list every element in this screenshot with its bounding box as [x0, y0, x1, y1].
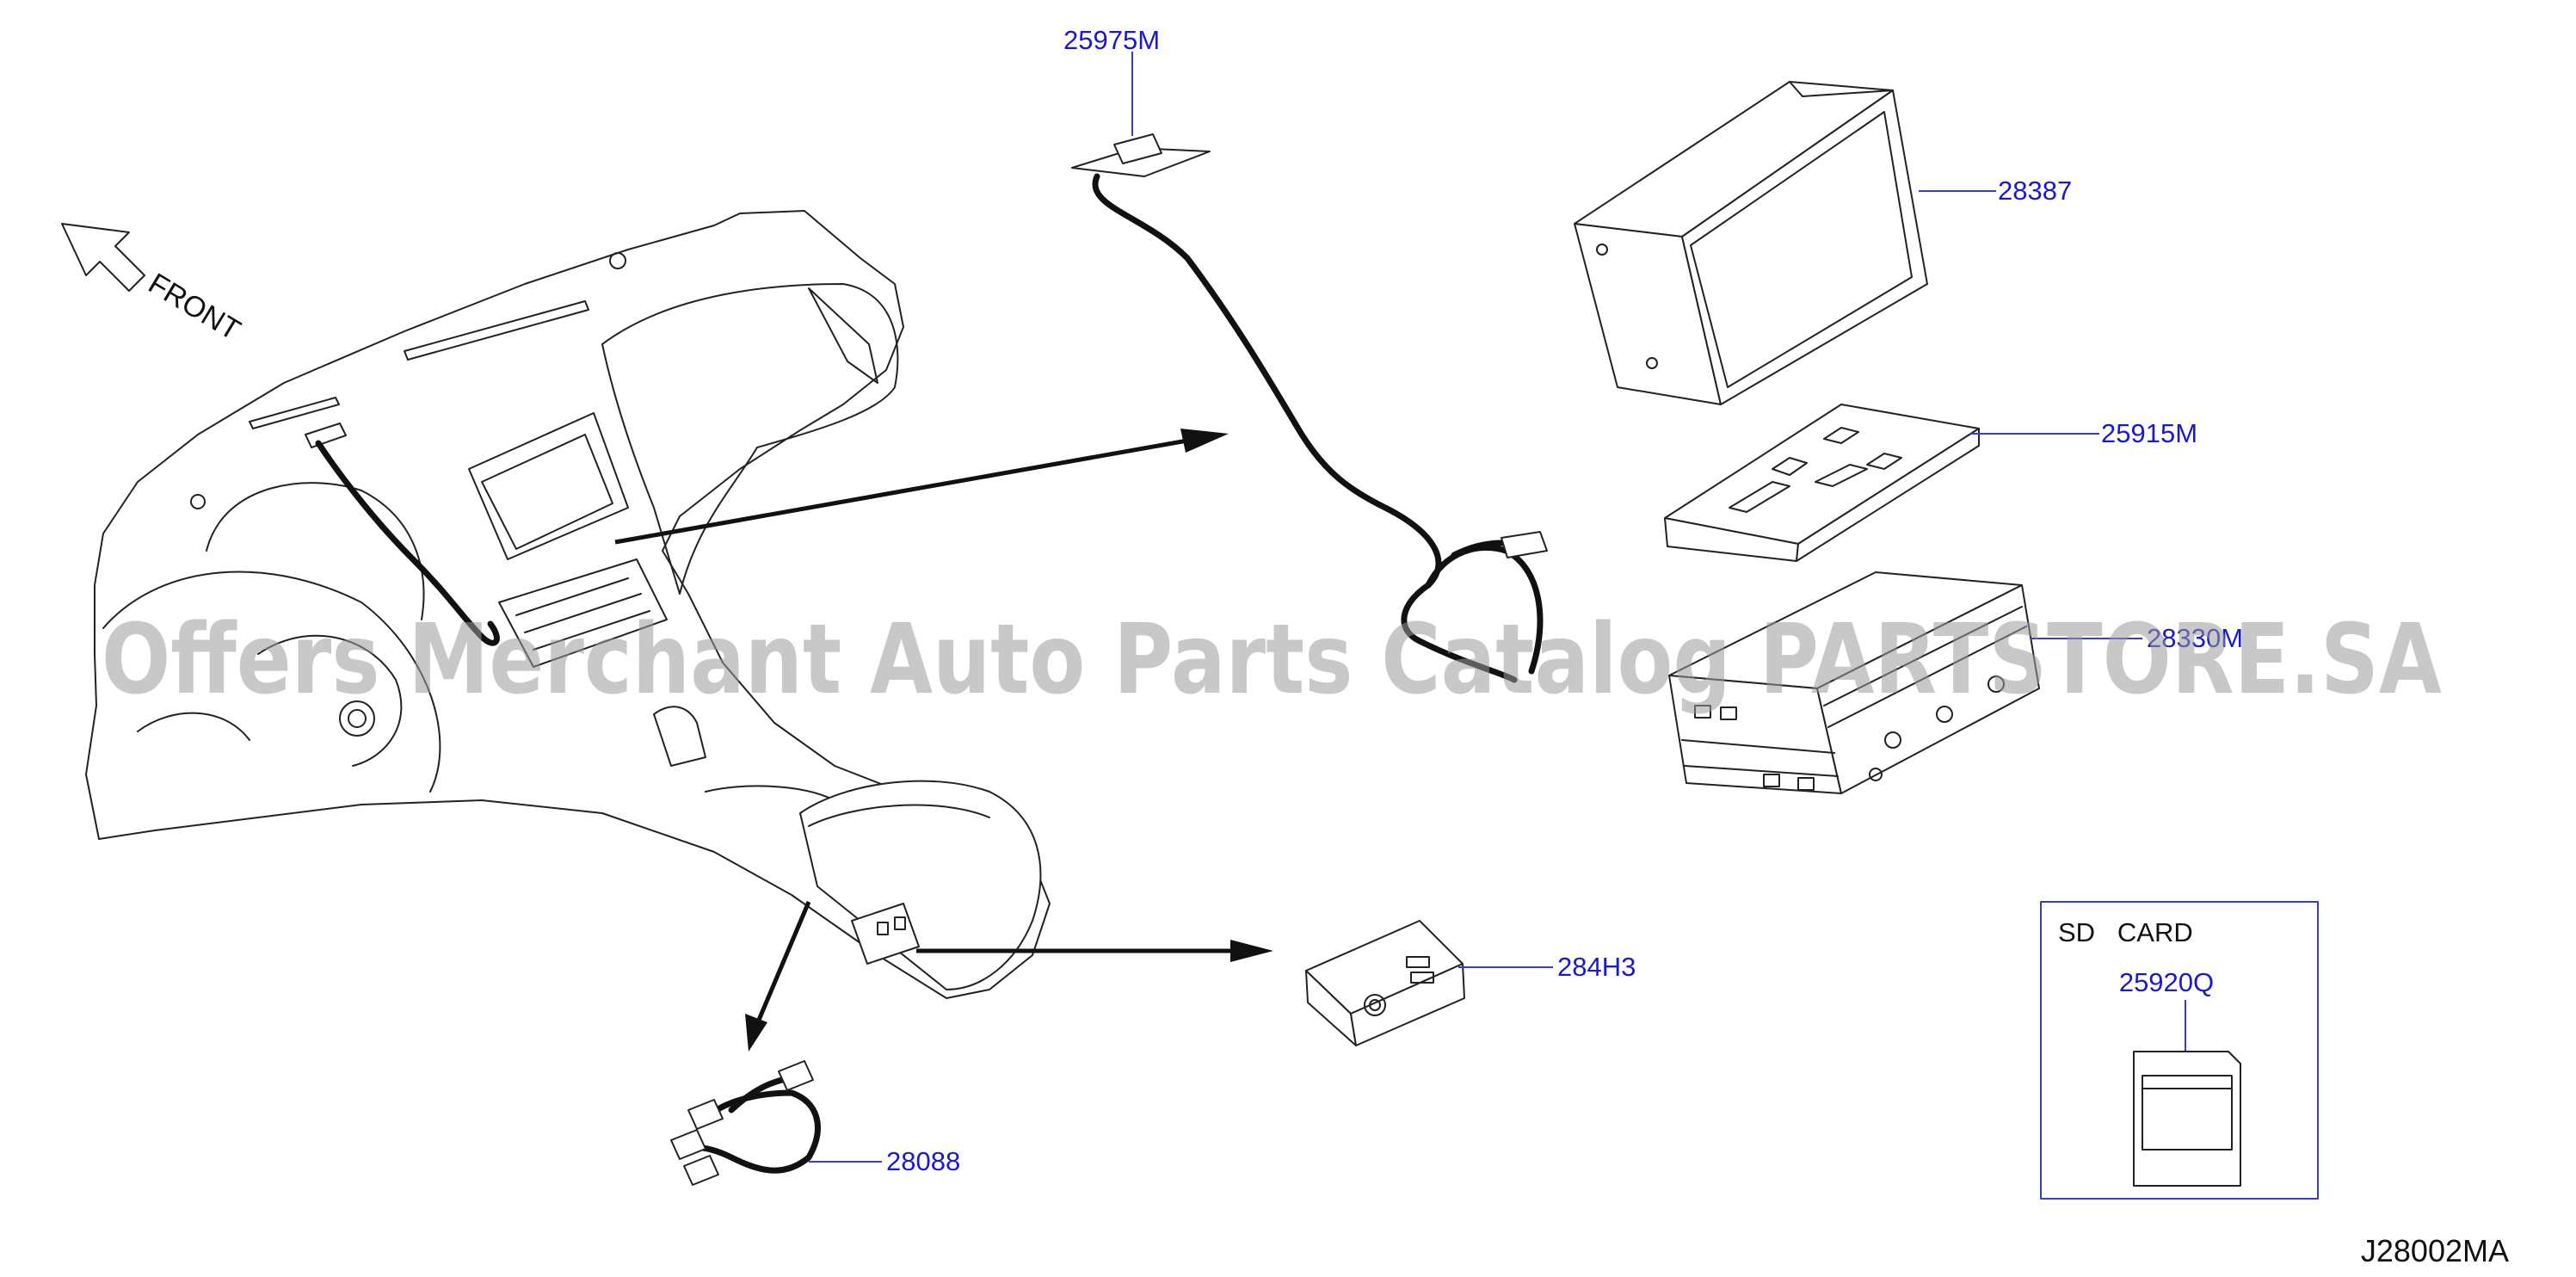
dashboard-illustration	[85, 210, 1051, 999]
part-navi-unit[interactable]: 28330M	[1668, 571, 2243, 794]
part-sd-card[interactable]	[2133, 1051, 2241, 1187]
front-label: FRONT	[143, 267, 246, 347]
pointer-arrows	[614, 429, 1273, 1052]
front-direction-indicator: FRONT	[61, 223, 246, 347]
part-number-navi-unit: 28330M	[2147, 623, 2243, 653]
part-number-harness: 28088	[886, 1146, 960, 1176]
part-number-bracket: 25915M	[2101, 418, 2197, 448]
sd-card-title: SD CARD	[2058, 917, 2193, 947]
diagram-code: J28002MA	[2361, 1233, 2509, 1268]
sd-card-box: SD CARD 25920Q	[2040, 901, 2319, 1200]
part-number-antenna: 25975M	[1063, 25, 1160, 55]
part-harness[interactable]: 28088	[670, 1060, 960, 1186]
part-usb-jack[interactable]: 284H3	[1305, 920, 1636, 1046]
watermark: Offers Merchant Auto Parts Catalog PARTS…	[102, 604, 2442, 716]
part-number-usb-jack: 284H3	[1557, 952, 1636, 982]
front-arrow-icon	[61, 223, 145, 292]
part-bracket[interactable]: 25915M	[1664, 404, 2197, 562]
part-number-display: 28387	[1998, 176, 2072, 206]
part-number-sd-card: 25920Q	[2119, 967, 2214, 997]
part-antenna[interactable]: 25975M	[1063, 25, 1548, 683]
part-display[interactable]: 28387	[1574, 81, 2072, 405]
